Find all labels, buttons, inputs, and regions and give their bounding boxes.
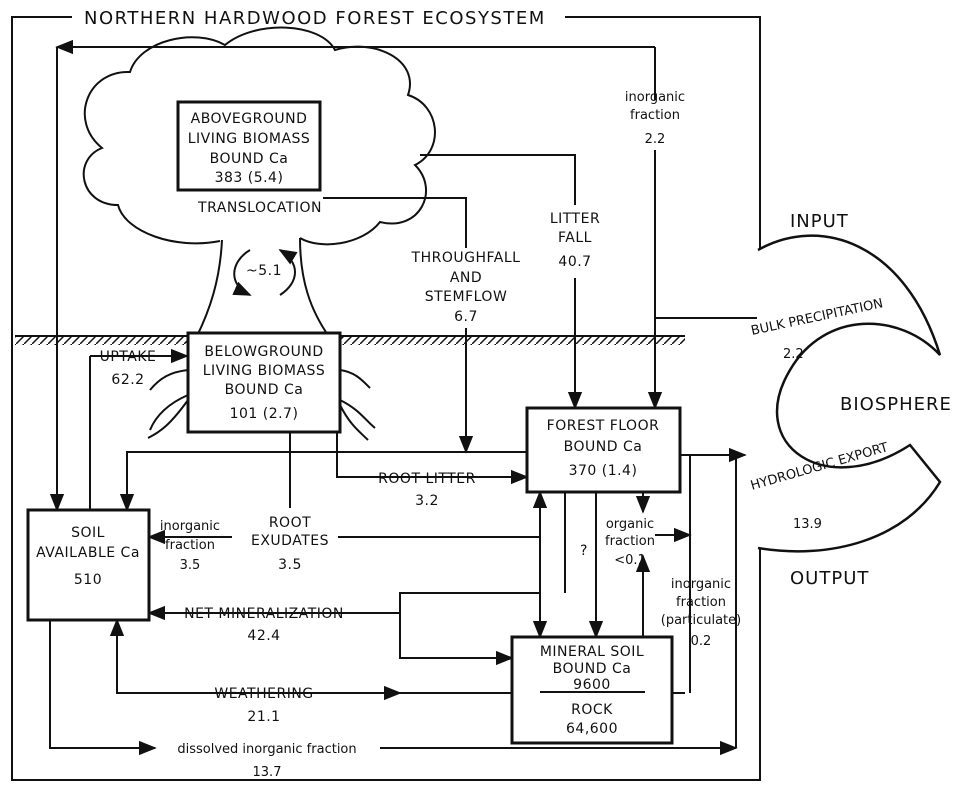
mineral-soil-line5: 64,600 [566,721,618,737]
input-label: INPUT [790,211,849,232]
root-exudates-value: 3.5 [278,557,302,573]
root-exudates-line2: EXUDATES [251,533,329,549]
inorganic-fraction-top-line1: inorganic [625,90,685,105]
biosphere-label: BIOSPHERE [840,394,952,415]
soil-available-line1: SOIL [71,525,105,541]
root-litter-value: 3.2 [415,493,439,509]
bulk-precipitation-value: 2.2 [783,347,804,362]
throughfall-value: 6.7 [454,309,478,325]
litter-fall-line1: LITTER [550,211,600,227]
forest-floor-line3: 370 (1.4) [569,463,638,479]
ground-hatch [15,336,685,345]
inorganic-fraction-top-line2: fraction [630,108,680,123]
inorganic-fraction-soil-line1: inorganic [160,519,220,534]
aboveground-line2: LIVING BIOMASS [188,131,311,147]
inorganic-particulate-line3: (particulate) [661,613,741,628]
belowground-line2: LIVING BIOMASS [203,363,326,379]
ecosystem-title: NORTHERN HARDWOOD FOREST ECOSYSTEM [84,8,546,29]
mineral-soil-line4: ROCK [571,702,613,718]
inorganic-particulate-line2: fraction [676,595,726,610]
net-mineralization-label: NET MINERALIZATION [184,606,344,622]
litter-fall-value: 40.7 [558,254,591,270]
soil-available-line3: 510 [74,572,102,588]
inorganic-fraction-soil-value: 3.5 [180,558,201,573]
hydrologic-export-value: 13.9 [793,517,822,532]
belowground-line1: BELOWGROUND [204,344,323,360]
throughfall-line1: THROUGHFALL [411,250,521,266]
uptake-value: 62.2 [111,372,144,388]
dissolved-inorganic-value: 13.7 [253,765,282,780]
throughfall-line3: STEMFLOW [425,289,508,305]
net-mineralization-value: 42.4 [247,628,280,644]
translocation-label: TRANSLOCATION [197,200,322,216]
forest-floor-line2: BOUND Ca [564,439,643,455]
organic-fraction-value: <0.1 [614,553,646,568]
uptake-label: UPTAKE [100,349,157,365]
mineral-soil-line3: 9600 [573,677,611,693]
inorganic-fraction-soil-line2: fraction [165,538,215,553]
output-label: OUTPUT [790,568,869,589]
mineral-soil-line2: BOUND Ca [553,661,632,677]
root-litter-label: ROOT LITTER [378,471,476,487]
weathering-value: 21.1 [247,709,280,725]
mineral-soil-line1: MINERAL SOIL [540,644,644,660]
root-exudates-line1: ROOT [269,515,311,531]
inorganic-fraction-top-value: 2.2 [645,132,666,147]
aboveground-line4: 383 (5.4) [215,170,284,186]
forest-floor-line1: FOREST FLOOR [547,418,660,434]
organic-fraction-line2: fraction [605,534,655,549]
weathering-label: WEATHERING [214,686,313,702]
aboveground-line3: BOUND Ca [210,151,289,167]
aboveground-line1: ABOVEGROUND [191,111,308,127]
organic-fraction-line1: organic [606,517,654,532]
tree-trunk [196,240,222,338]
litter-fall-line2: FALL [558,230,592,246]
dissolved-inorganic-label: dissolved inorganic fraction [177,742,356,757]
belowground-line3: BOUND Ca [225,382,304,398]
belowground-line4: 101 (2.7) [230,406,299,422]
translocation-value: ~5.1 [246,263,282,279]
inorganic-particulate-value: 0.2 [691,634,712,649]
question-mark: ? [580,543,588,559]
throughfall-line2: AND [450,270,482,286]
soil-available-line2: AVAILABLE Ca [36,545,140,561]
inorganic-particulate-line1: inorganic [671,577,731,592]
